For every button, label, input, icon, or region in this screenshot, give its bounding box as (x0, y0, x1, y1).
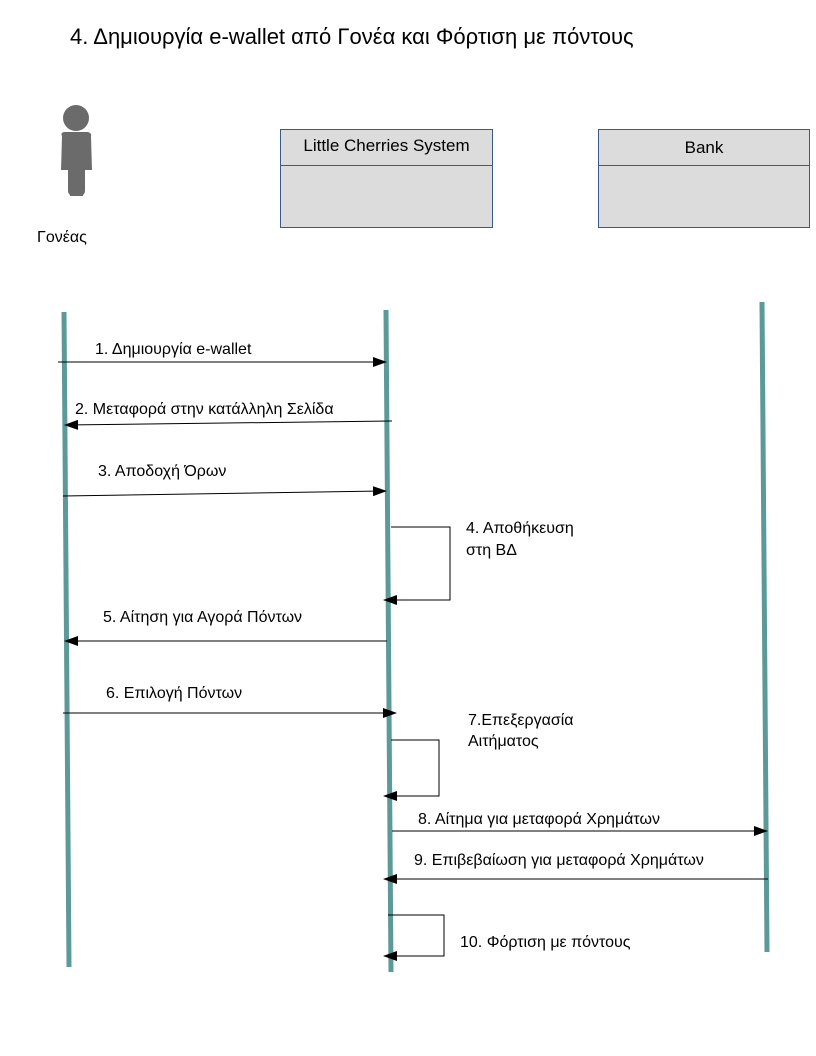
message-8: 8. Αίτημα για μεταφορά Χρημάτων (392, 811, 768, 836)
message-label: 3. Αποδοχή Όρων (98, 463, 226, 480)
actor-label: Γονέας (37, 229, 87, 246)
message-10-self: 10. Φόρτιση με πόντους (383, 914, 631, 961)
lifeline-system (383, 309, 394, 973)
message-label: 1. Δημιουργία e-wallet (95, 341, 252, 358)
lifeline-bank (759, 301, 770, 953)
message-label: 6. Επιλογή Πόντων (106, 685, 242, 702)
bank-box-title: Bank (599, 130, 809, 166)
message-label-line-1: 4. Αποθήκευση (466, 520, 574, 537)
message-label: 5. Αίτηση για Αγορά Πόντων (103, 609, 302, 626)
message-6: 6. Επιλογή Πόντων (63, 685, 397, 718)
message-3: 3. Αποδοχή Όρων (62, 463, 387, 497)
message-2: 2. Μεταφορά στην κατάλληλη Σελίδα (64, 401, 393, 430)
lifeline-actor (61, 311, 72, 968)
message-label-line-2: στη ΒΔ (466, 542, 517, 559)
message-7-self: 7.Επεξεργασία Αιτήματος (383, 712, 574, 801)
message-4-self: 4. Αποθήκευση στη ΒΔ (383, 520, 574, 605)
message-label-line-1: 7.Επεξεργασία (468, 712, 574, 729)
bank-box: Bank (598, 129, 810, 228)
message-5: 5. Αίτηση για Αγορά Πόντων (64, 609, 387, 646)
system-box: Little Cherries System (280, 129, 493, 228)
message-label: 9. Επιβεβαίωση για μεταφορά Χρημάτων (414, 852, 704, 869)
message-label-line-2: Αιτήματος (468, 733, 539, 750)
message-1: 1. Δημιουργία e-wallet (58, 341, 387, 367)
message-9: 9. Επιβεβαίωση για μεταφορά Χρημάτων (383, 852, 768, 884)
person-icon (61, 105, 92, 196)
system-box-title: Little Cherries System (281, 130, 492, 166)
message-label: 8. Αίτημα για μεταφορά Χρημάτων (418, 811, 660, 828)
message-label: 10. Φόρτιση με πόντους (460, 934, 631, 951)
message-label: 2. Μεταφορά στην κατάλληλη Σελίδα (75, 401, 334, 418)
page-title: 4. Δημιουργία e-wallet από Γονέα και Φόρ… (70, 24, 634, 49)
